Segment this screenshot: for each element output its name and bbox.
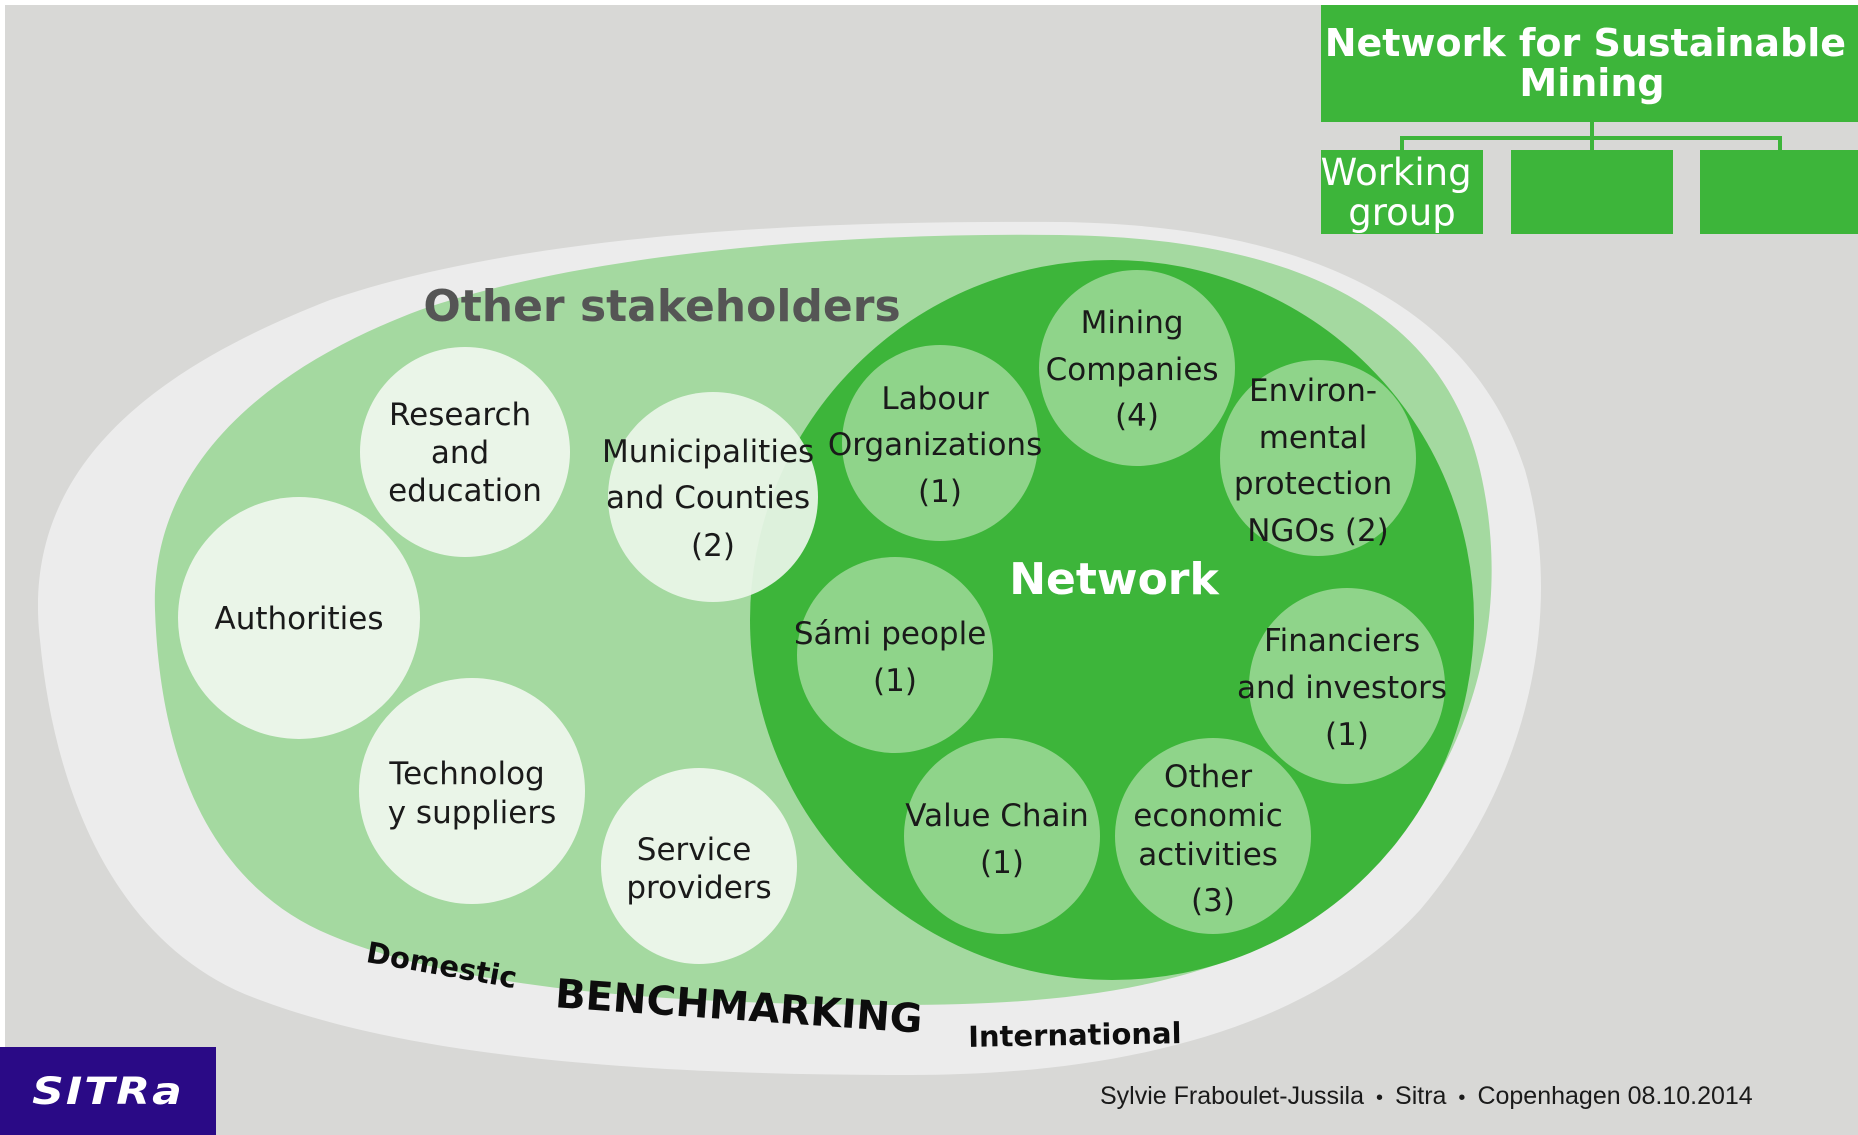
other-circle-technology: Technolog y suppliers [359, 678, 585, 904]
footer: Sylvie Fraboulet-Jussila • Sitra • Copenhage… [1100, 1082, 1753, 1111]
sitra-logo-text: SITRa [32, 1069, 184, 1113]
org-box-3 [1700, 150, 1858, 234]
org-box-2 [1511, 150, 1673, 234]
other-stakeholders-title: Other stakeholders [423, 281, 900, 332]
network-circle-labour: Labour Organizations (1) [828, 345, 1052, 541]
svg-text:Sámi people (1): Sámi people (1) [794, 616, 996, 699]
svg-text:Financiers and investors: Financiers and investors (1) [1237, 623, 1457, 753]
footer-place-date: Copenhagen 08.10.2014 [1477, 1082, 1753, 1110]
svg-text:Labour Organizations: Labour Organizations (1) [828, 381, 1052, 510]
sitra-logo: SITRa [0, 1047, 216, 1135]
org-box-working-group-line-2: group [1348, 191, 1455, 234]
svg-text:Authorities: Authorities [215, 601, 384, 637]
network-circle-sami: Sámi people (1) [794, 557, 996, 753]
svg-text:Network for Sustainable: Network for Sustainable Mining [1325, 21, 1858, 105]
svg-text:Municipalities and Count: Municipalities and Counties (2) [602, 434, 824, 564]
network-circle-financiers: Financiers and investors (1) [1237, 588, 1457, 784]
other-circle-research: Research and education [360, 347, 570, 557]
svg-text:Research and educa: Research and education [388, 397, 542, 509]
benchmarking-international-label: International [968, 1016, 1182, 1054]
org-chart: Network for Sustainable Mining Working g… [1321, 5, 1858, 234]
other-circle-municipalities: Municipalities and Counties (2) [602, 392, 824, 602]
org-box-working-group [1321, 150, 1483, 234]
footer-separator-1: • [1376, 1087, 1384, 1109]
other-circle-service: Service providers [601, 768, 797, 964]
svg-text:Environ- mental pr: Environ- mental protection NGOs (2) [1234, 373, 1402, 549]
svg-text:Other economic act: Other economic activities (3) [1133, 759, 1292, 919]
footer-separator-2: • [1458, 1087, 1466, 1109]
org-box-working-group-line-1: Working [1321, 151, 1472, 194]
org-top-box [1321, 5, 1858, 122]
network-circle-environmental-ngos: Environ- mental protection NGOs (2) [1220, 360, 1416, 556]
org-title-line-2: Mining [1519, 61, 1664, 105]
svg-text:Value Chain (1): Value Chain (1) [905, 798, 1098, 881]
svg-text:Mining Companies (: Mining Companies (4) [1046, 305, 1229, 434]
network-circle-mining-companies: Mining Companies (4) [1039, 270, 1235, 466]
org-connectors [1400, 122, 1782, 150]
footer-org: Sitra [1395, 1082, 1447, 1110]
svg-text:Working group: Working group [1321, 151, 1484, 234]
org-title-line-1: Network for Sustainable [1325, 21, 1846, 65]
footer-author: Sylvie Fraboulet-Jussila [1100, 1082, 1364, 1110]
network-label: Network [1009, 554, 1220, 605]
svg-text:Service providers: Service providers [626, 832, 771, 906]
other-circle-authorities: Authorities [178, 497, 420, 739]
network-circle-value-chain: Value Chain (1) [904, 738, 1100, 934]
network-circle-other-economic: Other economic activities (3) [1115, 738, 1311, 934]
svg-text:Technolog y suppliers: Technolog y suppliers [388, 756, 557, 831]
